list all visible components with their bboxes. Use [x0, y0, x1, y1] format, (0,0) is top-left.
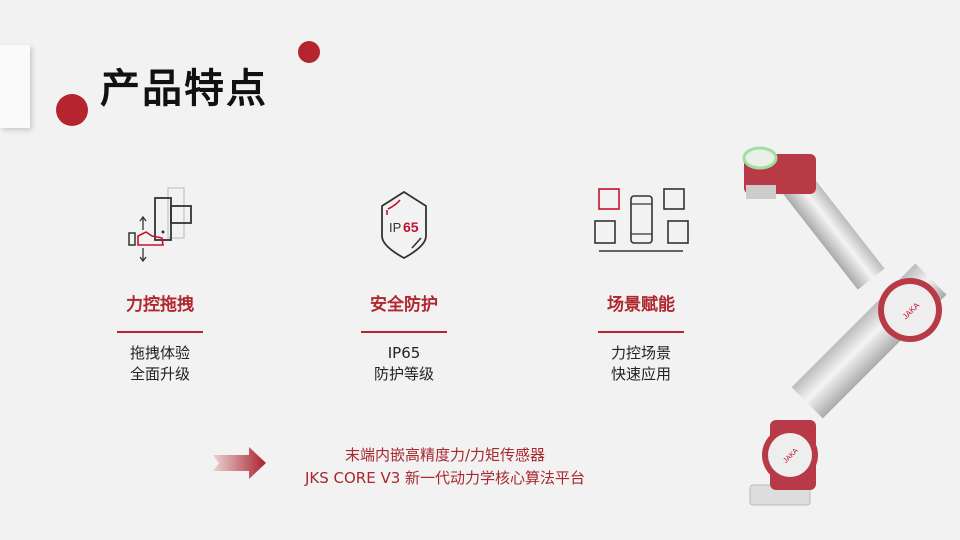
decor-dot	[298, 41, 320, 63]
drag-hand-icon	[128, 187, 192, 263]
feature-desc: IP65 防护等级	[304, 343, 504, 385]
desc-line: 防护等级	[373, 365, 434, 383]
scene-grid-icon	[594, 188, 689, 252]
feature-safety: IP 65 安全防护 IP65 防护等级	[304, 180, 504, 385]
page-title: 产品特点	[100, 66, 268, 112]
arrow-right-icon	[213, 447, 266, 479]
divider	[117, 331, 203, 333]
desc-line: 拖拽体验	[129, 344, 190, 362]
highlight-line: 末端内嵌高精度力/力矩传感器	[344, 446, 546, 464]
divider	[361, 331, 447, 333]
robot-arm-image: JAKA JAKA	[742, 146, 947, 506]
desc-line: 全面升级	[129, 365, 190, 383]
ip65-shield-icon: IP 65	[381, 190, 427, 260]
svg-text:65: 65	[403, 219, 419, 235]
feature-title: 力控拖拽	[126, 295, 194, 315]
feature-title: 安全防护	[370, 295, 438, 315]
desc-line: 力控场景	[610, 344, 671, 362]
decor-dot	[56, 94, 88, 126]
divider	[598, 331, 684, 333]
feature-scenario: 场景赋能 力控场景 快速应用	[541, 180, 741, 385]
feature-desc: 拖拽体验 全面升级	[60, 343, 260, 385]
feature-force-drag: 力控拖拽 拖拽体验 全面升级	[60, 180, 260, 385]
feature-desc: 力控场景 快速应用	[541, 343, 741, 385]
feature-title: 场景赋能	[607, 295, 675, 315]
desc-line: IP65	[387, 344, 421, 362]
highlight-line: JKS CORE V3 新一代动力学核心算法平台	[304, 469, 586, 487]
highlight-text: 末端内嵌高精度力/力矩传感器 JKS CORE V3 新一代动力学核心算法平台	[280, 444, 610, 490]
decor-card	[0, 45, 30, 128]
svg-text:IP: IP	[389, 220, 401, 235]
desc-line: 快速应用	[610, 365, 671, 383]
